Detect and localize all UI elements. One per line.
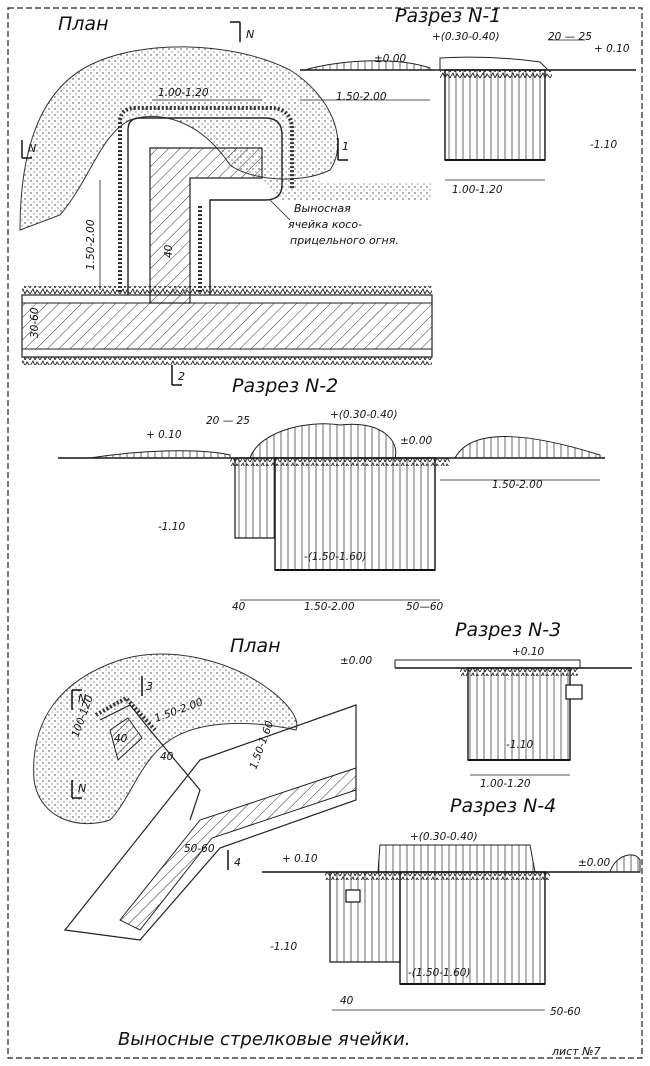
dimension-label: 1.50-1.60 <box>248 719 277 771</box>
dimension-label: 1.00-1.20 <box>452 184 503 196</box>
sheet-frame <box>7 7 643 1059</box>
dimension-label: 40 <box>163 244 175 258</box>
north-label: N <box>246 28 254 41</box>
dimension-label: -1.10 <box>270 941 297 953</box>
dimension-label: +(0.30-0.40) <box>330 409 398 421</box>
dimension-label: -1.10 <box>158 521 185 533</box>
dimension-label: 50-60 <box>550 1006 581 1018</box>
dimension-label: 40 <box>340 995 354 1007</box>
dimension-label: 40 <box>160 751 174 763</box>
plan-2 <box>33 653 357 941</box>
north-label: N <box>28 142 36 155</box>
sheet-title: Выносные стрелковые ячейки. <box>118 1029 410 1050</box>
dimension-label: 30-60 <box>29 307 41 338</box>
dimension-label: 20 — 25 <box>206 415 250 427</box>
dimension-label: 1.00-1.20 <box>480 778 531 790</box>
dimension-label: -(1.50-1.60) <box>304 551 367 563</box>
plan-1 <box>19 21 433 386</box>
cut-line-label: 1 <box>342 140 349 153</box>
plan-1-title: План <box>58 13 109 35</box>
dimension-label: + 0.10 <box>146 429 182 441</box>
plan-2-title: План <box>230 635 281 657</box>
dimension-label: ±0.00 <box>400 435 432 447</box>
dimension-label: -1.10 <box>506 739 533 751</box>
dimension-label: ±0.00 <box>374 53 406 65</box>
north-label: N <box>78 782 86 795</box>
dimension-label: 20 — 25 <box>548 31 592 43</box>
section-2-title: Разрез N-2 <box>232 375 338 397</box>
cell-note-line: Выносная <box>294 202 351 215</box>
section-3-title: Разрез N-3 <box>455 619 561 641</box>
section-2 <box>58 423 605 601</box>
section-4-title: Разрез N-4 <box>450 795 556 817</box>
dimension-label: 50—60 <box>406 601 444 613</box>
section-4 <box>262 844 641 1011</box>
sheet-number: лист №7 <box>551 1045 601 1058</box>
cut-line-label: 4 <box>234 856 241 869</box>
dimension-label: 1.00-1.20 <box>158 87 209 99</box>
cell-note-line: прицельного огня. <box>290 234 399 247</box>
section-3 <box>394 659 632 776</box>
dimension-label: -1.10 <box>590 139 617 151</box>
section-1-title: Разрез N-1 <box>395 5 501 27</box>
dimension-label: 1.50-2.00 <box>336 91 387 103</box>
dimension-label: + 0.10 <box>594 43 630 55</box>
cell-note-line: ячейка косо- <box>288 218 362 231</box>
dimension-label: +0.10 <box>512 646 544 658</box>
dimension-label: 1.50-2.00 <box>85 219 97 270</box>
dimension-label: +(0.30-0.40) <box>432 31 500 43</box>
dimension-label: ±0.00 <box>340 655 372 667</box>
dimension-label: + 0.10 <box>282 853 318 865</box>
dimension-label: ±0.00 <box>578 857 610 869</box>
dimension-label: 50-60 <box>184 843 215 855</box>
dimension-label: -(1.50-1.60) <box>408 967 471 979</box>
dimension-label: 1.50-2.00 <box>492 479 543 491</box>
section-1 <box>300 39 636 181</box>
dimension-label: 1.50-2.00 <box>304 601 355 613</box>
dimension-label: 40 <box>114 733 128 745</box>
north-label: N <box>78 692 86 705</box>
cut-line-label: 3 <box>146 680 153 693</box>
dimension-label: 40 <box>232 601 246 613</box>
cut-line-label: 2 <box>178 370 185 383</box>
dimension-label: +(0.30-0.40) <box>410 831 478 843</box>
